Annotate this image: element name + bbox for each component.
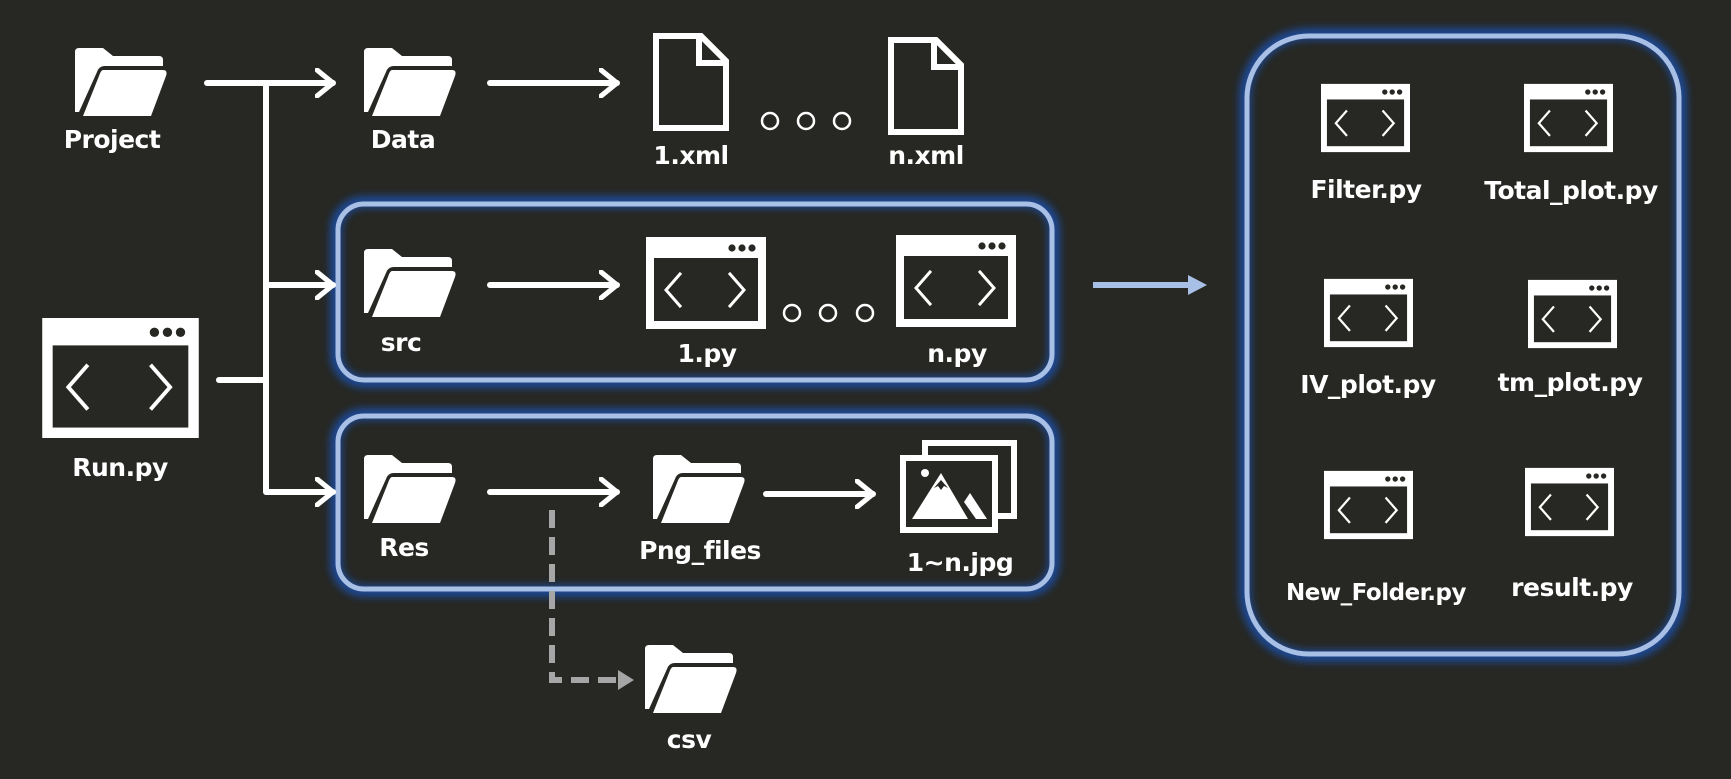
module-tm-plot-code-window-icon[interactable] bbox=[1528, 278, 1617, 350]
png-files-folder-icon[interactable] bbox=[653, 455, 745, 523]
xml-last-document-icon[interactable] bbox=[891, 40, 961, 132]
res-folder-icon[interactable] bbox=[364, 455, 456, 523]
run-code-window-icon[interactable] bbox=[41, 318, 200, 438]
src-label: src bbox=[380, 328, 422, 357]
xml-first-label: 1.xml bbox=[653, 141, 729, 170]
module-iv-plot-label: IV_plot.py bbox=[1300, 370, 1436, 399]
module-filter-label: Filter.py bbox=[1310, 175, 1422, 204]
xml-first-document-icon[interactable] bbox=[656, 36, 726, 128]
py-last-label: n.py bbox=[927, 339, 987, 368]
xml-ellipsis-icon bbox=[760, 111, 852, 131]
py-first-code-window-icon[interactable] bbox=[646, 237, 766, 329]
src-folder-icon[interactable] bbox=[364, 249, 456, 317]
data-label: Data bbox=[370, 125, 436, 154]
edge-src-modules bbox=[1093, 275, 1207, 295]
module-iv-plot-code-window-icon[interactable] bbox=[1324, 277, 1413, 349]
csv-folder-icon[interactable] bbox=[645, 645, 737, 713]
jpg-label: 1~n.jpg bbox=[906, 548, 1014, 577]
py-first-label: 1.py bbox=[677, 339, 737, 368]
csv-label: csv bbox=[666, 725, 712, 754]
py-last-code-window-icon[interactable] bbox=[896, 235, 1016, 327]
module-result-label: result.py bbox=[1511, 573, 1633, 602]
module-result-code-window-icon[interactable] bbox=[1525, 466, 1614, 538]
tree-connector bbox=[204, 83, 336, 492]
data-folder-icon[interactable] bbox=[364, 48, 456, 116]
module-new-folder-code-window-icon[interactable] bbox=[1324, 469, 1413, 541]
module-total-plot-code-window-icon[interactable] bbox=[1524, 82, 1613, 154]
py-ellipsis-icon bbox=[782, 303, 875, 323]
xml-last-label: n.xml bbox=[888, 141, 964, 170]
module-total-plot-label: Total_plot.py bbox=[1484, 176, 1658, 205]
res-panel bbox=[330, 408, 1060, 597]
project-label: Project bbox=[63, 125, 161, 154]
module-filter-code-window-icon[interactable] bbox=[1321, 82, 1410, 154]
edge-res-csv bbox=[549, 510, 634, 690]
module-new-folder-label: New_Folder.py bbox=[1286, 580, 1466, 606]
run-label: Run.py bbox=[72, 453, 168, 482]
modules-panel bbox=[1239, 28, 1687, 662]
src-panel bbox=[330, 196, 1060, 388]
project-folder-icon[interactable] bbox=[75, 48, 167, 116]
jpg-images-icon[interactable] bbox=[900, 443, 1014, 533]
module-tm-plot-label: tm_plot.py bbox=[1497, 368, 1643, 397]
png-files-label: Png_files bbox=[639, 536, 761, 565]
res-label: Res bbox=[379, 533, 429, 562]
